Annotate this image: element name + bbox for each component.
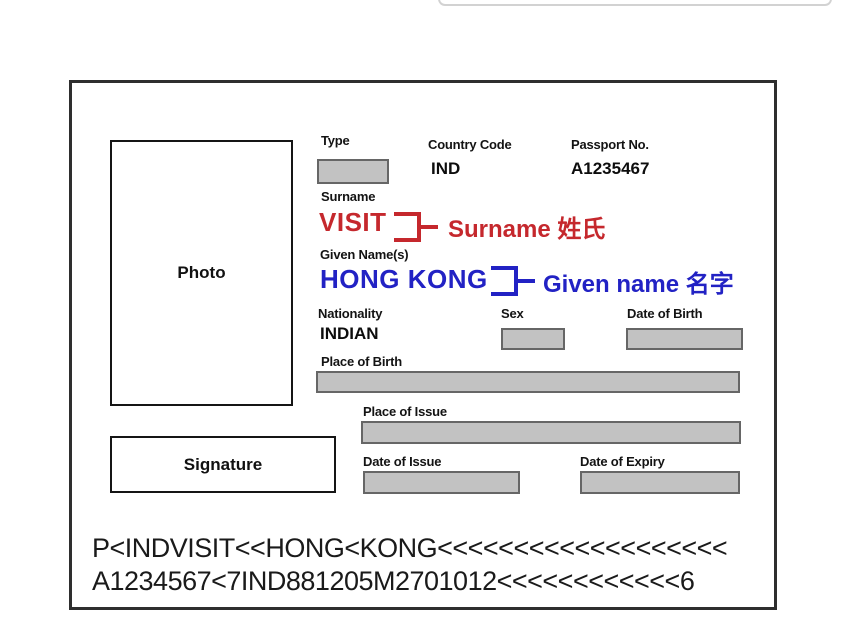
date-of-issue-field-box [363, 471, 520, 494]
place-of-birth-field-box [316, 371, 740, 393]
country-code-label: Country Code [428, 137, 512, 152]
given-name-bracket [491, 266, 535, 296]
nationality-label: Nationality [318, 306, 383, 321]
surname-bracket-dash [421, 225, 438, 229]
type-field-box [317, 159, 389, 184]
nationality-value: INDIAN [320, 324, 379, 343]
mrz-zone: P<INDVISIT<<HONG<KONG<<<<<<<<<<<<<<<<<<<… [92, 532, 728, 598]
date-of-birth-field-box [626, 328, 743, 350]
given-names-value: HONG KONG [320, 264, 488, 294]
place-of-issue-label: Place of Issue [363, 404, 447, 419]
truncated-input-box[interactable] [438, 0, 832, 6]
date-of-birth-label: Date of Birth [627, 306, 703, 321]
type-label: Type [321, 133, 350, 148]
given-name-bracket-shape [491, 266, 518, 296]
mrz-line-1: P<INDVISIT<<HONG<KONG<<<<<<<<<<<<<<<<<<< [92, 533, 728, 563]
given-name-annotation: Given name 名字 [543, 271, 734, 298]
sex-field-box [501, 328, 565, 350]
given-names-label: Given Name(s) [320, 247, 409, 262]
passport-no-value: A1235467 [571, 159, 650, 178]
passport-no-label: Passport No. [571, 137, 649, 152]
country-code-value: IND [431, 159, 461, 178]
surname-value: VISIT [319, 207, 387, 237]
date-of-expiry-label: Date of Expiry [580, 454, 665, 469]
surname-bracket-shape [394, 212, 421, 242]
surname-label: Surname [321, 189, 376, 204]
photo-label: Photo [177, 263, 226, 282]
place-of-birth-label: Place of Birth [321, 354, 402, 369]
mrz-line-2: A1234567<7IND881205M2701012<<<<<<<<<<<<6 [92, 566, 695, 596]
surname-bracket [394, 212, 438, 242]
date-of-issue-label: Date of Issue [363, 454, 442, 469]
sex-label: Sex [501, 306, 524, 321]
passport-specimen-diagram: Photo Signature Type Country Code IND Pa… [69, 80, 777, 610]
given-name-bracket-dash [518, 279, 535, 283]
photo-box: Photo [110, 140, 293, 406]
date-of-expiry-field-box [580, 471, 740, 494]
signature-box: Signature [110, 436, 336, 493]
surname-annotation: Surname 姓氏 [448, 216, 606, 243]
place-of-issue-field-box [361, 421, 741, 444]
signature-label: Signature [183, 454, 263, 474]
